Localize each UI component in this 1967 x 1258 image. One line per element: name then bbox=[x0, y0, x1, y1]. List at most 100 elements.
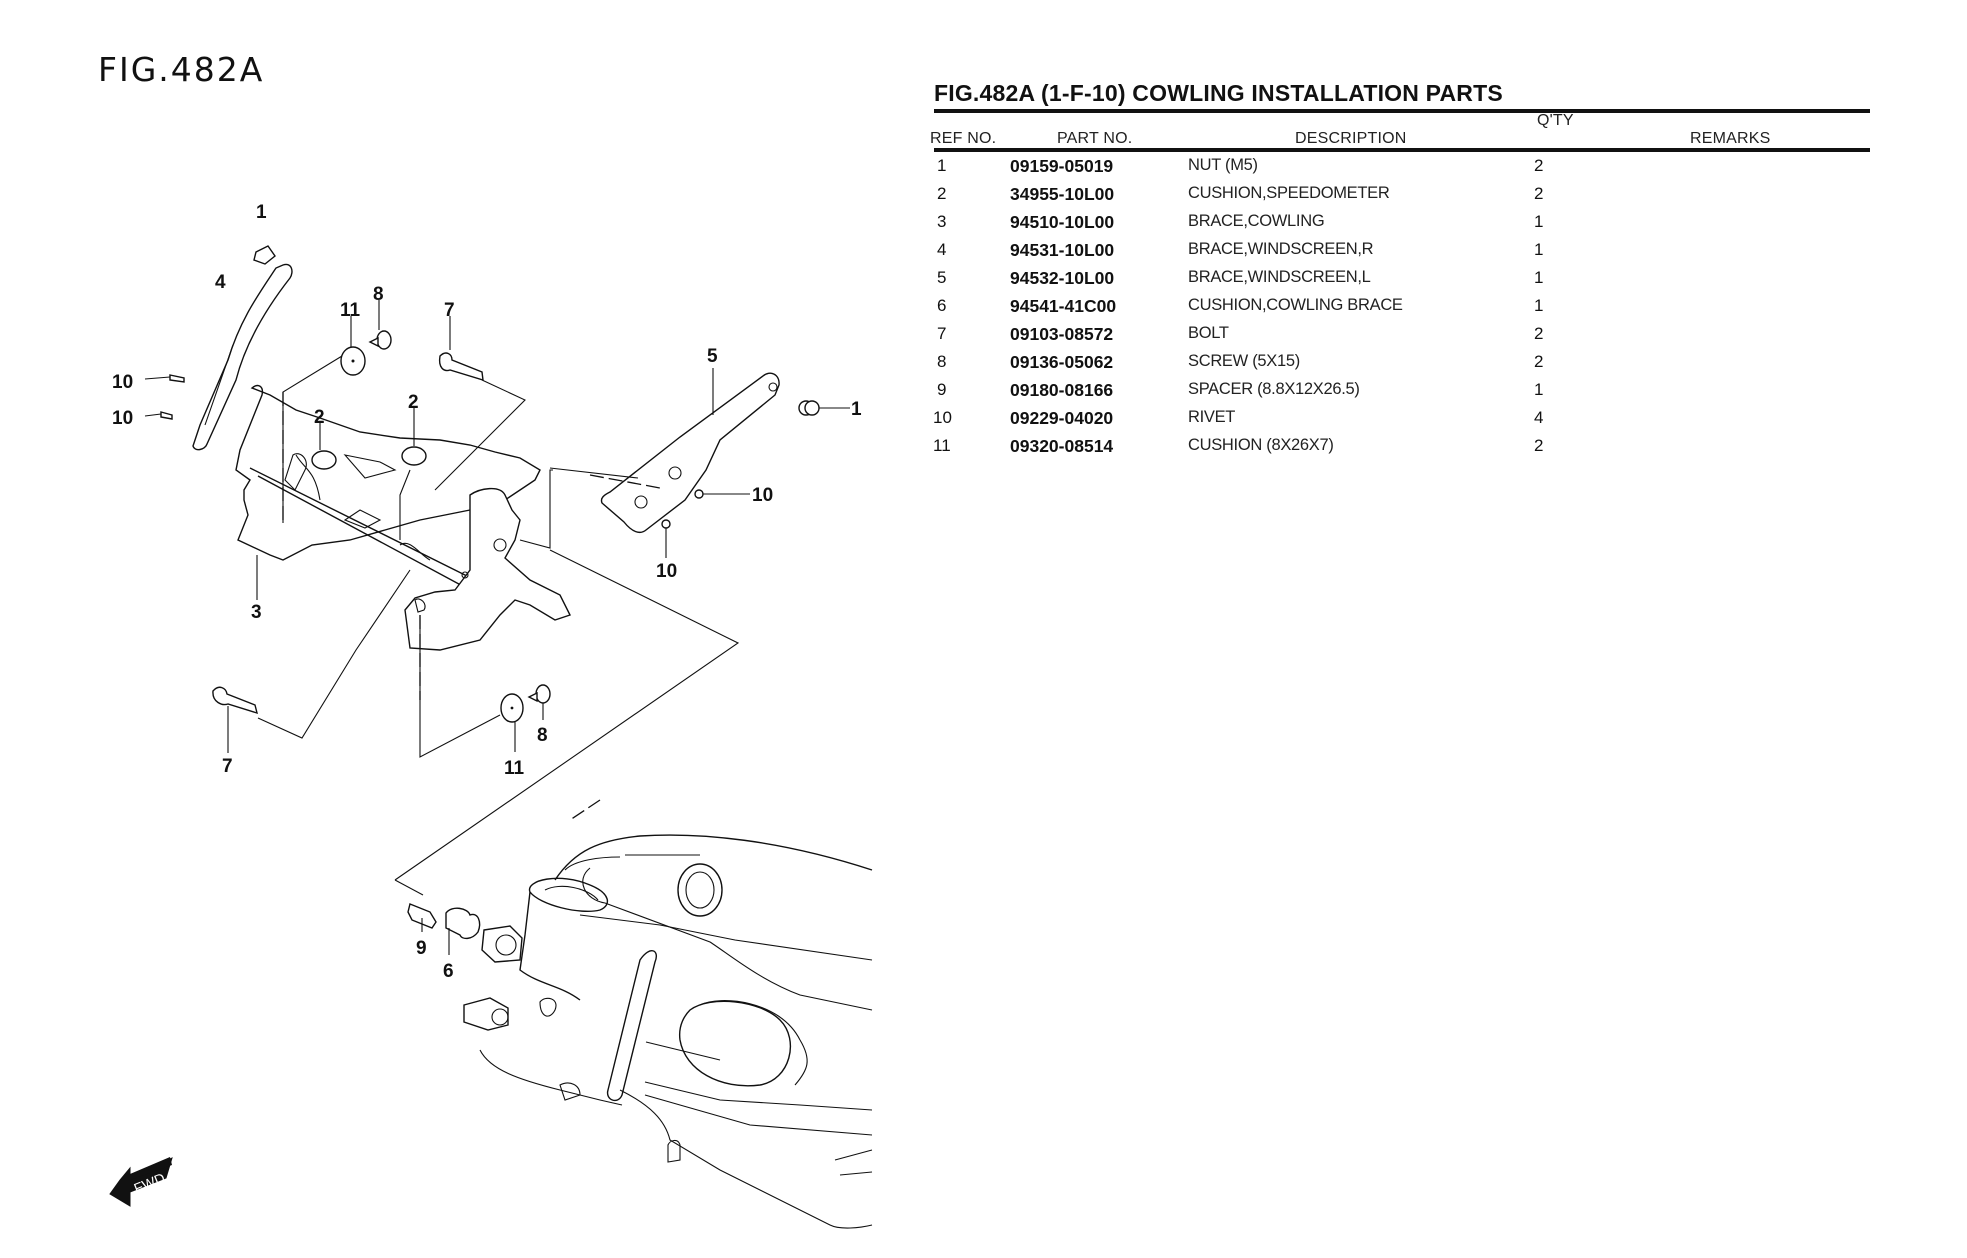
part-no: 34955-10L00 bbox=[1010, 184, 1115, 204]
part-no: 09103-08572 bbox=[1010, 324, 1114, 344]
callout-11-low: 11 bbox=[504, 758, 525, 779]
qty: 2 bbox=[1534, 436, 1544, 455]
ref-no: 5 bbox=[937, 268, 947, 287]
part-no: 94532-10L00 bbox=[1010, 268, 1115, 288]
spacer bbox=[407, 903, 437, 932]
description: BRACE,COWLING bbox=[1188, 212, 1325, 230]
nut-right bbox=[798, 400, 850, 416]
bolt-top bbox=[438, 316, 484, 381]
callout-2-left: 2 bbox=[314, 407, 325, 428]
ref-no: 6 bbox=[937, 296, 947, 315]
cushion-cowling-brace bbox=[445, 907, 481, 955]
table-row: 8 09136-05062 SCREW (5X15) 2 bbox=[0, 352, 1967, 380]
qty: 1 bbox=[1534, 380, 1544, 399]
part-no: 94531-10L00 bbox=[1010, 240, 1115, 260]
part-no: 09136-05062 bbox=[1010, 352, 1114, 372]
callout-1-top: 1 bbox=[256, 202, 267, 223]
mount-bracket bbox=[404, 487, 571, 651]
cushion-top bbox=[340, 316, 366, 376]
windscreen-brace-l bbox=[600, 368, 780, 534]
qty: 1 bbox=[1534, 240, 1544, 259]
callout-2-right: 2 bbox=[408, 392, 419, 413]
callout-1-right: 1 bbox=[851, 399, 862, 420]
qty: 2 bbox=[1534, 184, 1544, 203]
description: BRACE,WINDSCREEN,R bbox=[1188, 240, 1374, 258]
ref-no: 2 bbox=[937, 184, 947, 203]
screw-top bbox=[368, 300, 392, 350]
parts-table-title: FIG.482A (1-F-10) COWLING INSTALLATION P… bbox=[934, 80, 1503, 106]
callout-7-low: 7 bbox=[222, 756, 233, 777]
exploded-parts-diagram: FWD 1 4 10 10 11 8 7 2 2 3 5 1 10 10 7 8… bbox=[109, 202, 873, 1229]
frame bbox=[479, 834, 873, 1229]
description: NUT (M5) bbox=[1188, 156, 1258, 174]
forward-arrow-icon: FWD bbox=[109, 1157, 173, 1207]
callout-8-top: 8 bbox=[373, 284, 384, 305]
callout-8-low: 8 bbox=[537, 725, 548, 746]
ref-no: 9 bbox=[937, 380, 947, 399]
table-row: 11 09320-08514 CUSHION (8X26X7) 2 bbox=[0, 436, 1967, 464]
ref-no: 7 bbox=[937, 324, 947, 343]
ref-no: 3 bbox=[937, 212, 947, 231]
cowling-brace bbox=[235, 384, 541, 591]
description: SCREW (5X15) bbox=[1188, 352, 1300, 370]
frame-bosses bbox=[463, 925, 557, 1031]
assembly-lines bbox=[257, 355, 740, 896]
cushions-speedometer bbox=[311, 408, 427, 470]
bolt-low bbox=[212, 686, 258, 753]
qty: 1 bbox=[1534, 212, 1544, 231]
callout-7-top: 7 bbox=[444, 300, 455, 321]
windscreen-brace-r bbox=[192, 263, 293, 451]
callout-5: 5 bbox=[707, 346, 718, 367]
table-row: 7 09103-08572 BOLT 2 bbox=[0, 324, 1967, 352]
description: BOLT bbox=[1188, 324, 1229, 342]
table-top-rule bbox=[934, 109, 1870, 113]
part-no: 94541-41C00 bbox=[1010, 296, 1117, 316]
table-row: 9 09180-08166 SPACER (8.8X12X26.5) 1 bbox=[0, 380, 1967, 408]
callout-10-low: 10 bbox=[656, 561, 677, 582]
part-no: 09229-04020 bbox=[1010, 408, 1114, 428]
figure-label: FIG.482A bbox=[98, 50, 265, 89]
qty: 1 bbox=[1534, 268, 1544, 287]
callout-11-top: 11 bbox=[340, 300, 361, 321]
part-no: 09180-08166 bbox=[1010, 380, 1114, 400]
callout-10-a: 10 bbox=[112, 372, 133, 393]
callout-4: 4 bbox=[215, 272, 226, 293]
part-no: 94510-10L00 bbox=[1010, 212, 1115, 232]
ref-no: 4 bbox=[937, 240, 947, 259]
table-row: 1 09159-05019 NUT (M5) 2 bbox=[0, 156, 1967, 184]
ref-no: 10 bbox=[933, 408, 952, 427]
table-row: 4 94531-10L00 BRACE,WINDSCREEN,R 1 bbox=[0, 240, 1967, 268]
description: RIVET bbox=[1188, 408, 1236, 426]
rivets-left bbox=[144, 374, 185, 420]
table-row: 3 94510-10L00 BRACE,COWLING 1 bbox=[0, 212, 1967, 240]
qty: 2 bbox=[1534, 156, 1544, 175]
screw-low bbox=[527, 684, 551, 720]
header-remarks: REMARKS bbox=[1690, 130, 1771, 147]
rivets-right bbox=[661, 489, 750, 558]
qty: 2 bbox=[1534, 352, 1544, 371]
callout-6: 6 bbox=[443, 961, 454, 982]
table-row: 2 34955-10L00 CUSHION,SPEEDOMETER 2 bbox=[0, 184, 1967, 212]
table-row: 5 94532-10L00 BRACE,WINDSCREEN,L 1 bbox=[0, 268, 1967, 296]
callout-10-right: 10 bbox=[752, 485, 773, 506]
table-row: 10 09229-04020 RIVET 4 bbox=[0, 408, 1967, 436]
header-qty: Q'TY bbox=[1537, 112, 1574, 129]
part-no: 09320-08514 bbox=[1010, 436, 1114, 456]
ref-no: 8 bbox=[937, 352, 947, 371]
callout-10-b: 10 bbox=[112, 408, 133, 429]
qty: 2 bbox=[1534, 324, 1544, 343]
description: SPACER (8.8X12X26.5) bbox=[1188, 380, 1360, 398]
header-ref-no: REF NO. bbox=[930, 130, 997, 147]
callout-3: 3 bbox=[251, 602, 262, 623]
description: CUSHION,SPEEDOMETER bbox=[1188, 184, 1390, 202]
cushion-low bbox=[500, 693, 524, 752]
description: CUSHION,COWLING BRACE bbox=[1188, 296, 1403, 314]
header-part-no: PART NO. bbox=[1057, 130, 1133, 147]
header-description: DESCRIPTION bbox=[1295, 130, 1407, 147]
part-no: 09159-05019 bbox=[1010, 156, 1114, 176]
table-row: 6 94541-41C00 CUSHION,COWLING BRACE 1 bbox=[0, 296, 1967, 324]
ref-no: 11 bbox=[933, 436, 951, 455]
table-header-rule bbox=[934, 148, 1870, 152]
callout-9: 9 bbox=[416, 938, 427, 959]
qty: 4 bbox=[1534, 408, 1544, 427]
